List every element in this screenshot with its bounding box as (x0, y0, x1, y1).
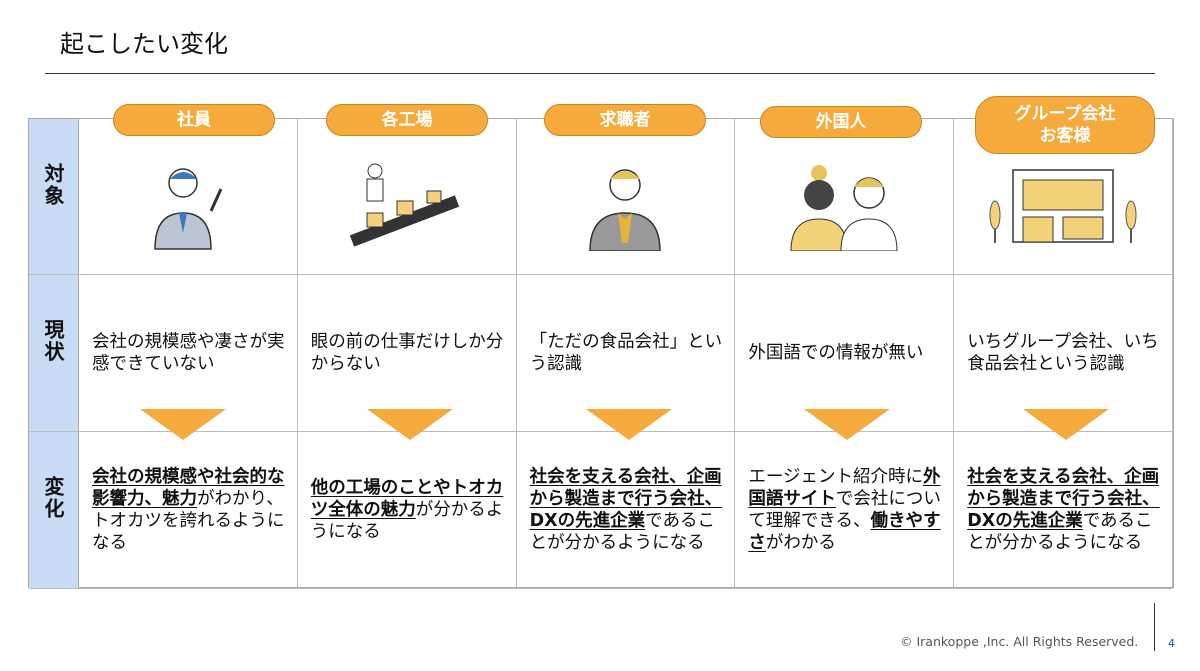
store-building-illustration (989, 168, 1137, 243)
row-label-change: 変化 (29, 432, 79, 589)
current-text: 眼の前の仕事だけしか分からない (310, 332, 504, 374)
change-text: 他の工場のことやトオカツ全体の魅力が分かるようになる (298, 432, 516, 588)
foreigners-illustration (790, 164, 898, 251)
illustration-cell (954, 119, 1173, 275)
target-pill-foreigners: 外国人 (760, 106, 922, 138)
change-text: 社会を支える会社、企画から製造まで行う会社、DXの先進企業であることが分かるよう… (517, 432, 735, 588)
copyright: © Irankoppe ,Inc. All Rights Reserved. (900, 634, 1139, 649)
change-paragraph: 会社の規模感や社会的な影響力、魅力がわかり、トオカツを誇れるようになる (92, 466, 285, 554)
target-pill-job-seekers: 求職者 (544, 104, 706, 136)
row-label-text: 変化 (41, 476, 65, 520)
title-divider (45, 73, 1155, 74)
pill-line: お客様 (1039, 126, 1091, 146)
emphasis-text: 社会を支える会社、企画から製造まで行う会社、DXの先進企業 (967, 467, 1160, 531)
factory-conveyor-illustration (349, 163, 459, 247)
change-paragraph: 社会を支える会社、企画から製造まで行う会社、DXの先進企業であることが分かるよう… (967, 466, 1160, 554)
job-seeker-illustration (589, 168, 662, 251)
current-text: 「ただの食品会社」という認識 (529, 332, 723, 374)
illustration-cell (79, 119, 298, 275)
current-text: 会社の規模感や凄さが実感できていない (92, 332, 285, 374)
row-label-text: 現状 (41, 319, 65, 363)
change-text: 社会を支える会社、企画から製造まで行う会社、DXの先進企業であることが分かるよう… (954, 432, 1172, 588)
page-number: 4 (1168, 637, 1175, 650)
change-table: 対象 現状 会社の規模感や凄さが実感できていない 眼の前の仕事だけしか分からない… (28, 118, 1174, 589)
row-label-current: 現状 (29, 275, 79, 432)
down-arrow-icon (140, 409, 226, 440)
emphasis-text: 外国語サイト (748, 467, 941, 509)
row-label-text: 対象 (41, 163, 65, 207)
illustration-cell (735, 119, 955, 275)
plain-text: がわかり、トオカツを誇れるようになる (92, 489, 285, 553)
target-pill-factories: 各工場 (326, 104, 488, 136)
change-paragraph: 社会を支える会社、企画から製造まで行う会社、DXの先進企業であることが分かるよう… (530, 466, 723, 554)
office-worker-illustration (154, 167, 223, 250)
change-paragraph: エージェント紹介時に外国語サイトで会社について理解できる、働きやすさがわかる (748, 466, 941, 554)
illustration-cell (297, 119, 517, 275)
target-pill-employees: 社員 (113, 104, 275, 136)
emphasis-text: 働きやすさ (748, 511, 941, 553)
emphasis-text: 社会を支える会社、企画から製造まで行う会社、DXの先進企業 (529, 467, 723, 531)
plain-text: エージェント紹介時に (748, 467, 924, 487)
emphasis-text: 会社の規模感や社会的な影響力、魅力 (92, 467, 285, 509)
footer-divider (1154, 603, 1155, 651)
down-arrow-icon (367, 409, 453, 440)
target-pill-group-customers: グループ会社お客様 (975, 96, 1155, 154)
pill-line: グループ会社 (1014, 104, 1116, 124)
change-text: エージェント紹介時に外国語サイトで会社について理解できる、働きやすさがわかる (735, 432, 953, 588)
plain-text: がわかる (765, 533, 836, 553)
page-title: 起こしたい変化 (60, 30, 228, 58)
change-paragraph: 他の工場のことやトオカツ全体の魅力が分かるようになる (311, 477, 504, 543)
down-arrow-icon (804, 409, 890, 440)
row-label-target: 対象 (29, 119, 79, 275)
plain-text: であることが分かるようになる (967, 511, 1153, 553)
down-arrow-icon (586, 409, 672, 440)
change-text: 会社の規模感や社会的な影響力、魅力がわかり、トオカツを誇れるようになる (79, 432, 297, 588)
emphasis-text: 他の工場のことやトオカツ全体の魅力 (310, 478, 504, 520)
current-text: 外国語での情報が無い (748, 343, 924, 363)
down-arrow-icon (1023, 409, 1109, 440)
plain-text: で会社について理解できる、 (748, 489, 941, 531)
plain-text: であることが分かるようになる (529, 511, 715, 553)
plain-text: が分かるようになる (310, 500, 504, 542)
current-text: いちグループ会社、いち食品会社という認識 (967, 332, 1159, 374)
illustration-cell (516, 119, 736, 275)
